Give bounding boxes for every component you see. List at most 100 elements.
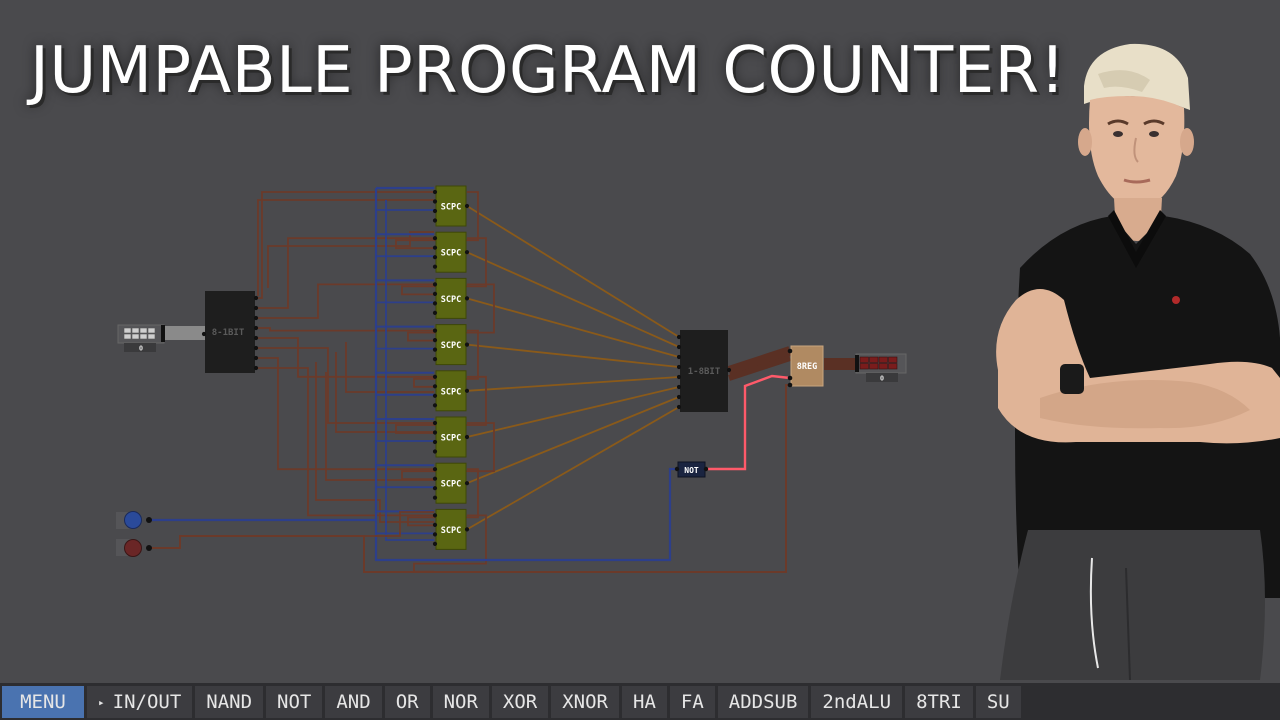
counter-pin [432, 245, 438, 250]
menu-button-in-out[interactable]: ▸IN/OUT [87, 686, 193, 718]
wire-layer-front [706, 346, 792, 471]
register-chip-label: 8REG [797, 362, 817, 372]
output-value-box [866, 373, 898, 382]
menu-button-not[interactable]: NOT [266, 686, 323, 718]
menu-button-and[interactable]: AND [325, 686, 382, 718]
wire [256, 367, 434, 517]
counter-chip-label: SCPC [441, 480, 461, 490]
demux-pin [676, 394, 682, 400]
menu-button-xnor[interactable]: XNOR [551, 686, 619, 718]
counter-pin [432, 495, 438, 500]
output-bit-grid [855, 355, 898, 372]
demux-pin [676, 374, 682, 380]
counter-pin [432, 310, 438, 315]
menu-button-label: 8TRI [916, 691, 962, 713]
counter-pin [432, 199, 438, 204]
menu-button-xor[interactable]: XOR [491, 686, 549, 718]
register-pin [787, 382, 793, 388]
menu-button-label: NOT [277, 691, 312, 713]
menu-button-label: NOR [443, 691, 478, 713]
bit-cell [131, 333, 140, 340]
register-chip[interactable]: 8REG [787, 345, 824, 388]
counter-pin [432, 338, 438, 343]
counter-chip-label: SCPC [441, 434, 461, 444]
counter-pin [432, 384, 438, 389]
counter-pin [432, 328, 438, 333]
counter-pin [432, 486, 438, 491]
counter-chip[interactable]: SCPC [432, 370, 470, 412]
input-bus-wire [165, 326, 205, 340]
wire [466, 251, 680, 348]
clock-button[interactable] [116, 511, 152, 530]
counter-chip-label: SCPC [441, 295, 461, 305]
input-display-connector [161, 325, 165, 342]
wire [149, 384, 790, 573]
counter-chip[interactable]: SCPC [432, 416, 470, 458]
wire [385, 200, 434, 541]
counter-pin [464, 203, 470, 209]
menu-button-ha[interactable]: HA [622, 686, 667, 718]
counter-column: SCPC SCPC SCPC SCPC SCPC SCPC SCPC SCPC [432, 185, 470, 550]
wire [267, 231, 434, 288]
not-gate[interactable]: NOT [674, 461, 709, 478]
counter-pin [464, 296, 470, 301]
bit-cell [869, 363, 879, 370]
bit-cell [147, 327, 156, 334]
counter-pin [432, 291, 438, 296]
counter-chip[interactable]: SCPC [432, 277, 470, 319]
menu-button-label: 2ndALU [822, 691, 892, 713]
counter-chip[interactable]: SCPC [432, 185, 470, 227]
not-output-wire [706, 374, 791, 471]
bit-cell [123, 333, 132, 340]
bit-cell [139, 327, 148, 334]
wire [256, 191, 434, 299]
menu-button-8tri[interactable]: 8TRI [905, 686, 973, 718]
menu-button-or[interactable]: OR [384, 686, 430, 718]
wire [335, 352, 434, 433]
menu-button-menu[interactable]: MENU [2, 686, 84, 718]
counter-chip[interactable]: SCPC [432, 231, 470, 273]
mux-chip[interactable]: 8-1BIT [201, 291, 259, 373]
counter-chip[interactable]: SCPC [432, 324, 470, 366]
bit-cell [878, 363, 888, 370]
wire [256, 283, 434, 319]
input-value-box [124, 343, 156, 352]
wire [466, 396, 680, 485]
input-display[interactable]: 0 [117, 324, 205, 353]
output-display[interactable]: 0 [824, 353, 907, 383]
menu-button-label: ADDSUB [728, 691, 798, 713]
jump-button[interactable] [116, 539, 152, 557]
counter-pin [432, 255, 438, 260]
menu-button-label: SU [986, 691, 1010, 713]
menu-button-label: AND [336, 691, 371, 713]
menu-button-nor[interactable]: NOR [432, 686, 489, 718]
counter-pin [432, 264, 438, 269]
mux-output-pins [201, 295, 259, 371]
output-bus-wire [824, 358, 858, 370]
demux-pin [676, 344, 682, 350]
menu-button-label: XOR [502, 691, 538, 713]
wire [256, 357, 434, 471]
demux-chip[interactable]: 1-8BIT [676, 330, 732, 412]
counter-pin [464, 481, 470, 486]
bit-cell [123, 327, 132, 334]
bit-cell [859, 363, 869, 370]
counter-pin [432, 357, 438, 362]
counter-chip[interactable]: SCPC [432, 462, 470, 504]
menu-button-fa[interactable]: FA [669, 686, 715, 718]
demux-pin [676, 354, 682, 360]
wire [256, 337, 434, 378]
counter-chip[interactable]: SCPC [432, 508, 470, 550]
wire [256, 237, 434, 309]
menu-button-nand[interactable]: NAND [195, 686, 264, 718]
counter-pin [432, 347, 438, 352]
menu-button-2ndalu[interactable]: 2ndALU [811, 686, 903, 718]
counter-chip-label: SCPC [441, 249, 461, 259]
menu-button-su[interactable]: SU [975, 686, 1021, 718]
wire [374, 188, 677, 562]
menu-button-addsub[interactable]: ADDSUB [717, 686, 809, 718]
demux-pin [676, 334, 682, 340]
counter-pin [432, 393, 438, 398]
